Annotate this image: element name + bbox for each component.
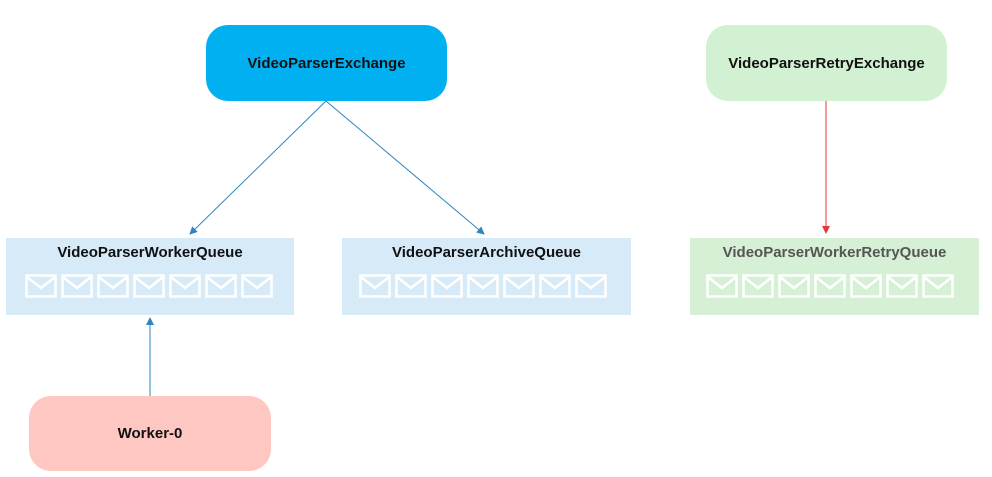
message-envelope-icon	[133, 274, 165, 298]
message-envelope-icon	[205, 274, 237, 298]
archive-queue-messages	[359, 274, 607, 298]
message-envelope-icon	[25, 274, 57, 298]
video-parser-retry-exchange-node: VideoParserRetryExchange	[706, 25, 947, 101]
video-parser-worker-queue: VideoParserWorkerQueue	[6, 238, 294, 315]
worker-node: Worker-0	[29, 396, 271, 471]
message-envelope-icon	[778, 274, 810, 298]
worker-label: Worker-0	[117, 425, 183, 442]
video-parser-archive-queue: VideoParserArchiveQueue	[342, 238, 631, 315]
worker-queue-messages	[25, 274, 273, 298]
message-envelope-icon	[467, 274, 499, 298]
message-envelope-icon	[539, 274, 571, 298]
message-envelope-icon	[503, 274, 535, 298]
message-envelope-icon	[395, 274, 427, 298]
video-parser-exchange-label: VideoParserExchange	[247, 54, 406, 72]
message-envelope-icon	[814, 274, 846, 298]
worker-queue-title: VideoParserWorkerQueue	[57, 244, 243, 261]
message-envelope-icon	[61, 274, 93, 298]
video-parser-worker-retry-queue: VideoParserWorkerRetryQueue	[690, 238, 979, 315]
worker-retry-queue-messages	[706, 274, 954, 298]
message-envelope-icon	[97, 274, 129, 298]
video-parser-retry-exchange-label: VideoParserRetryExchange	[728, 54, 925, 72]
video-parser-exchange-node: VideoParserExchange	[206, 25, 447, 101]
message-envelope-icon	[706, 274, 738, 298]
arrow-exchange-to-archive-queue	[325, 100, 485, 235]
message-envelope-icon	[886, 274, 918, 298]
message-envelope-icon	[431, 274, 463, 298]
message-envelope-icon	[575, 274, 607, 298]
message-envelope-icon	[922, 274, 954, 298]
arrow-exchange-to-worker-queue	[189, 100, 327, 235]
message-envelope-icon	[359, 274, 391, 298]
message-envelope-icon	[742, 274, 774, 298]
message-envelope-icon	[169, 274, 201, 298]
message-envelope-icon	[241, 274, 273, 298]
message-envelope-icon	[850, 274, 882, 298]
archive-queue-title: VideoParserArchiveQueue	[392, 244, 581, 261]
worker-retry-queue-title: VideoParserWorkerRetryQueue	[722, 244, 947, 261]
